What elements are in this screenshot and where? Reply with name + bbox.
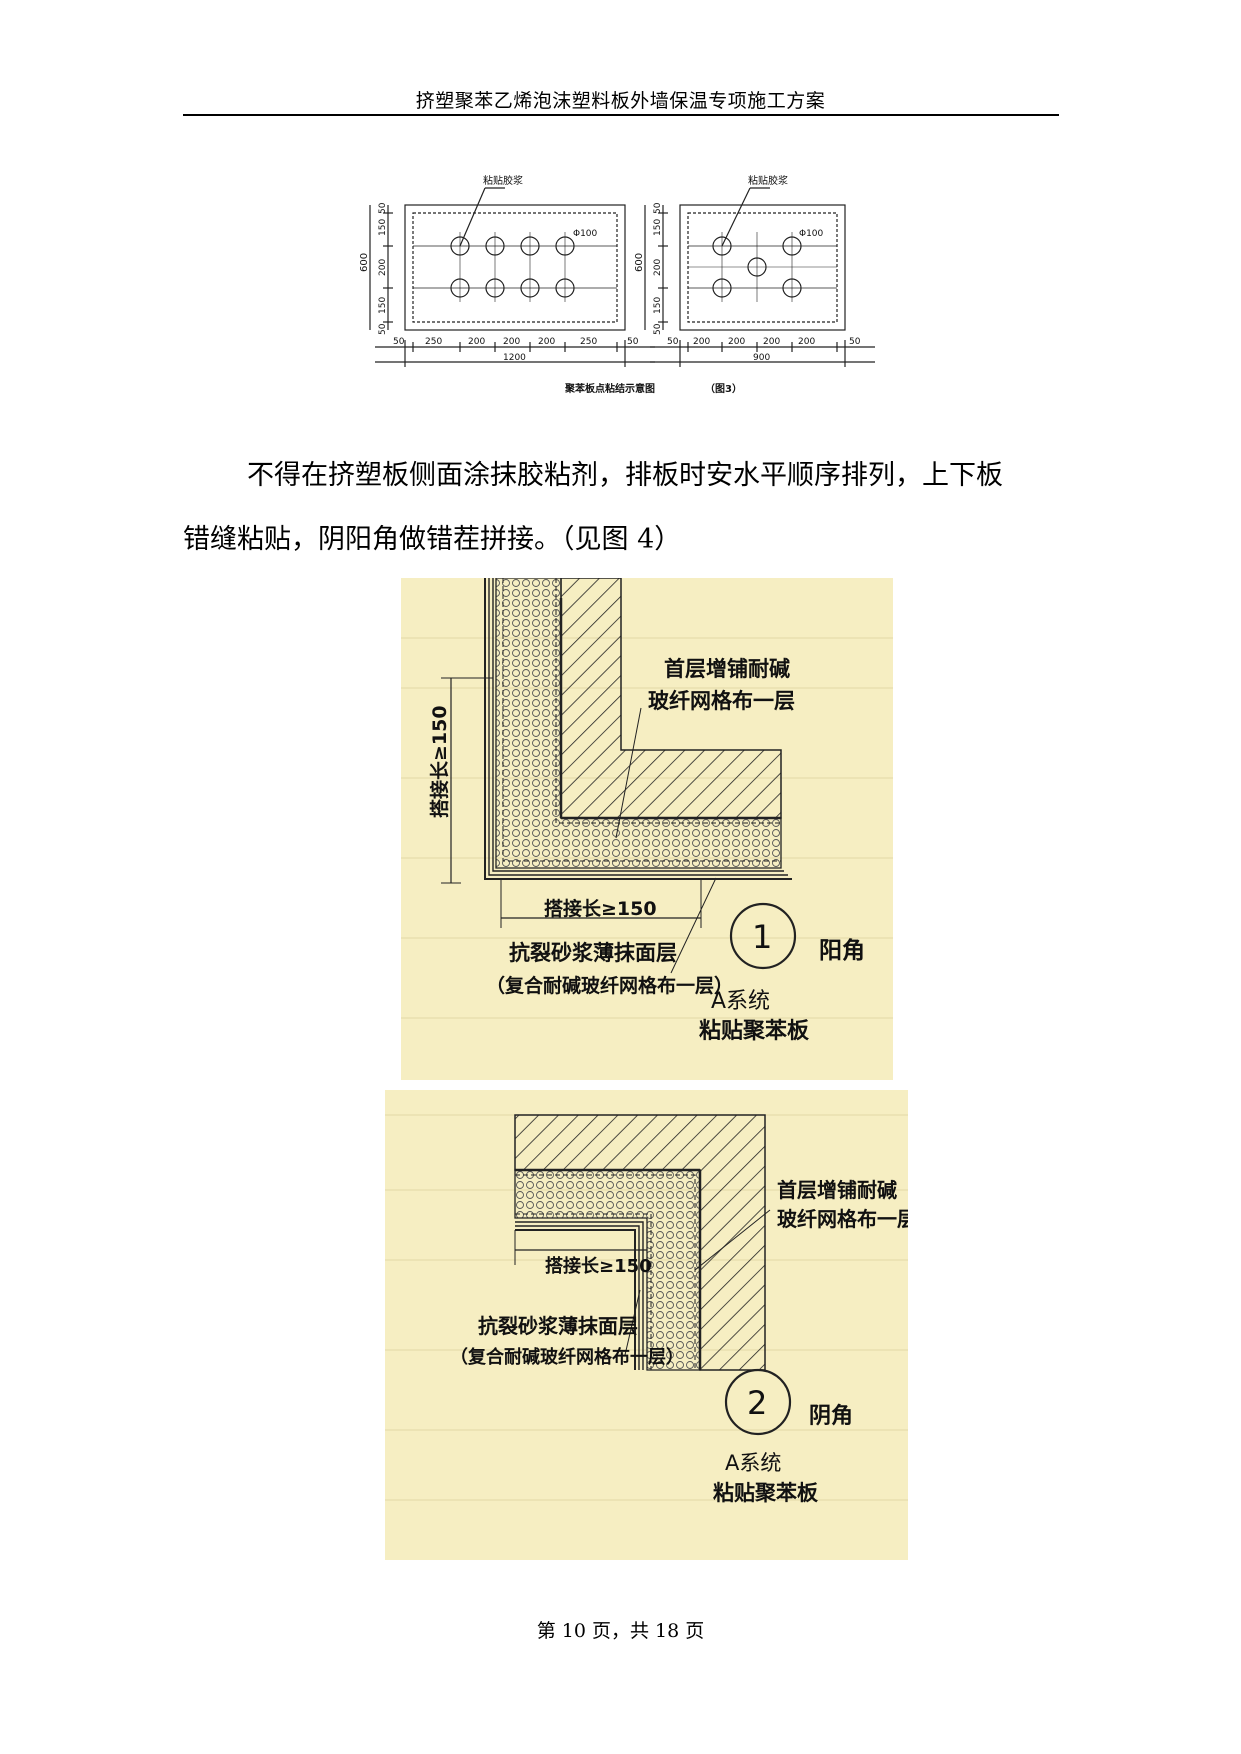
svg-text:250: 250 [580, 337, 597, 347]
paragraph-line-2: 错缝粘贴，阴阳角做错茬拼接。（见图 4） [183, 524, 682, 555]
svg-text:150: 150 [378, 297, 388, 314]
outside-vertical-overlap: 搭接长≥150 [428, 705, 451, 818]
inside-note-line-1: 首层增铺耐碱 [777, 1178, 897, 1202]
paragraph-line-1: 不得在挤塑板侧面涂抹胶粘剂，排板时安水平顺序排列，上下板 [247, 460, 1003, 491]
figure-3-dot-bonding-diagram: 粘贴胶浆 Φ100 600 50 150 200 150 50 50 250 2… [359, 174, 875, 395]
inside-overlap: 搭接长≥150 [545, 1255, 652, 1277]
outside-corner-label: 阳角 [819, 937, 865, 964]
outside-horizontal-overlap: 搭接长≥150 [544, 897, 657, 920]
svg-text:200: 200 [653, 259, 663, 276]
right-circle-dim: Φ100 [799, 229, 824, 239]
outside-detail-number: 1 [752, 918, 772, 956]
svg-text:50: 50 [393, 337, 405, 347]
figure-3-caption: 聚苯板点粘结示意图 [564, 382, 655, 395]
svg-text:200: 200 [693, 337, 710, 347]
svg-text:200: 200 [798, 337, 815, 347]
svg-text:50: 50 [653, 323, 663, 335]
svg-text:50: 50 [378, 202, 388, 214]
left-paste-label: 粘贴胶浆 [483, 174, 523, 187]
svg-text:50: 50 [653, 202, 663, 214]
svg-text:150: 150 [653, 297, 663, 314]
svg-text:150: 150 [653, 219, 663, 236]
inside-layer-line-1: 抗裂砂浆薄抹面层 [478, 1314, 638, 1338]
right-total-height: 600 [634, 253, 645, 272]
body-paragraph: 不得在挤塑板侧面涂抹胶粘剂，排板时安水平顺序排列，上下板 错缝粘贴，阴阳角做错茬… [183, 444, 1059, 572]
svg-text:200: 200 [378, 259, 388, 276]
svg-text:200: 200 [468, 337, 485, 347]
svg-text:50: 50 [667, 337, 679, 347]
inside-corner-label: 阴角 [809, 1403, 853, 1429]
page-number-footer: 第 10 页，共 18 页 [536, 1620, 705, 1642]
inside-system-line-2: 粘贴聚苯板 [713, 1481, 819, 1505]
inside-system-line-1: A系统 [725, 1451, 781, 1475]
left-total-height: 600 [359, 253, 370, 272]
svg-text:50: 50 [627, 337, 639, 347]
right-total-width: 900 [753, 353, 770, 363]
svg-text:50: 50 [849, 337, 861, 347]
outside-system-line-1: A系统 [711, 989, 770, 1014]
svg-text:200: 200 [763, 337, 780, 347]
figure-3-tag: （图3） [705, 382, 742, 395]
right-paste-label: 粘贴胶浆 [748, 174, 788, 187]
outside-layer-line-1: 抗裂砂浆薄抹面层 [509, 941, 677, 965]
inside-detail-number: 2 [747, 1384, 767, 1422]
outside-note-line-2: 玻纤网格布一层 [648, 689, 795, 713]
svg-text:50: 50 [378, 323, 388, 335]
inside-note-line-2: 玻纤网格布一层 [777, 1207, 908, 1231]
svg-text:200: 200 [503, 337, 520, 347]
left-total-width: 1200 [503, 353, 526, 363]
svg-text:200: 200 [728, 337, 745, 347]
inside-layer-line-2: （复合耐碱玻纤网格布一层） [450, 1346, 684, 1368]
figure-4b-inside-corner: 首层增铺耐碱 玻纤网格布一层 搭接长≥150 抗裂砂浆薄抹面层 （复合耐碱玻纤网… [385, 1090, 908, 1560]
outside-layer-line-2: （复合耐碱玻纤网格布一层） [486, 974, 733, 997]
svg-text:150: 150 [378, 219, 388, 236]
header-rule [183, 114, 1059, 116]
svg-text:200: 200 [538, 337, 555, 347]
figure-4a-outside-corner: 首层增铺耐碱 玻纤网格布一层 搭接长≥150 搭接长≥150 抗裂砂浆薄抹面层 … [401, 578, 893, 1080]
outside-note-line-1: 首层增铺耐碱 [664, 657, 790, 681]
running-header: 挤塑聚苯乙烯泡沫塑料板外墙保温专项施工方案 [415, 90, 826, 112]
outside-system-line-2: 粘贴聚苯板 [699, 1018, 810, 1044]
svg-text:250: 250 [425, 337, 442, 347]
left-circle-dim: Φ100 [573, 229, 598, 239]
